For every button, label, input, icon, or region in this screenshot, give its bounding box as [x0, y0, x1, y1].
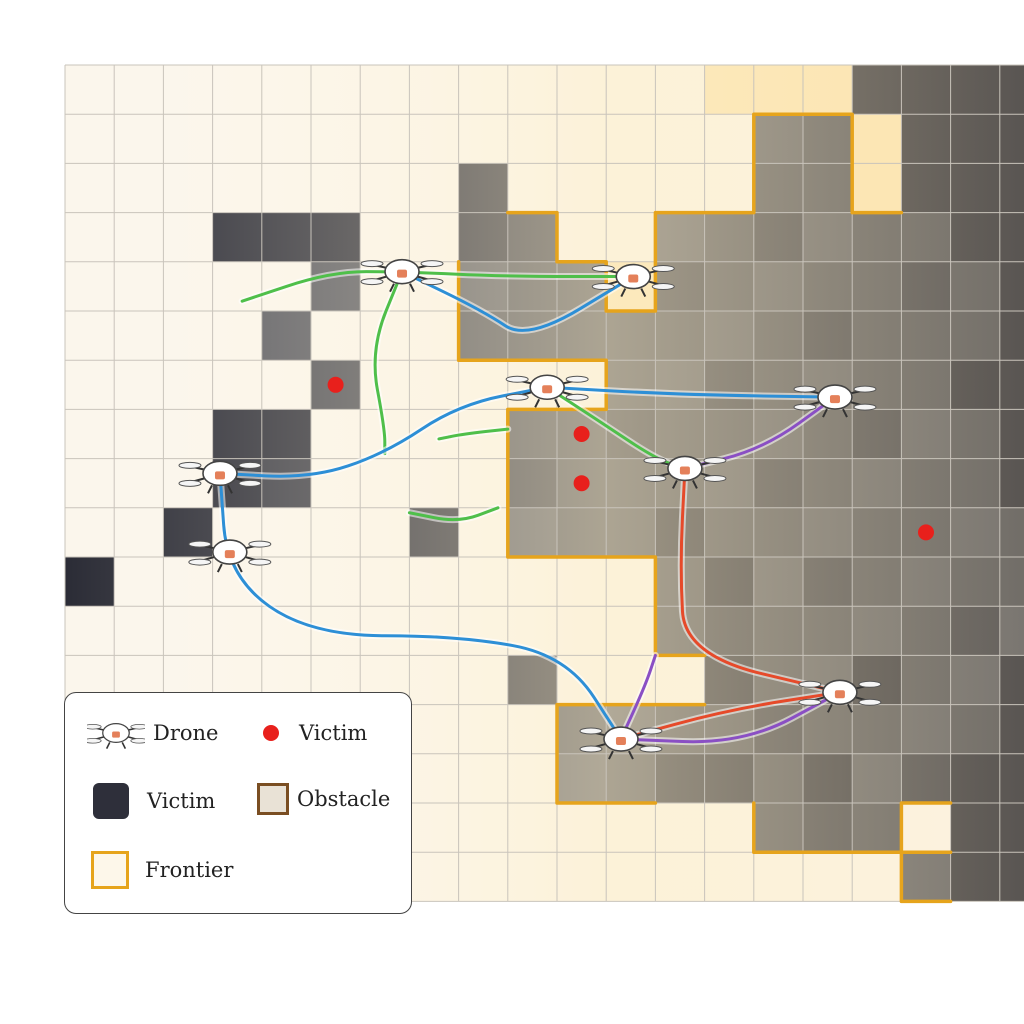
frontier-line: [456, 112, 953, 904]
drone-path: [619, 690, 842, 744]
dark-cell-icon: [93, 783, 129, 819]
legend: Drone Victim Victim Obstacle Frontier: [64, 692, 412, 914]
legend-victim-dot: Victim: [263, 721, 367, 745]
legend-frontier-label: Frontier: [145, 858, 234, 882]
victim-marker: [573, 475, 590, 492]
victim-marker: [573, 426, 590, 442]
legend-victim-square-label: Victim: [147, 789, 216, 813]
drone-path: [679, 466, 842, 694]
drone-path: [545, 385, 837, 399]
legend-obstacle-label: Obstacle: [297, 787, 391, 811]
victim-marker: [327, 376, 344, 393]
drone-icon: [87, 722, 145, 750]
obstacle-icon: [257, 783, 289, 815]
legend-obstacle: Obstacle: [257, 783, 390, 815]
frontier-icon: [91, 851, 129, 889]
drone-path: [437, 427, 510, 441]
victim-marker: [918, 524, 934, 541]
legend-frontier: Frontier: [91, 851, 233, 889]
drone-path: [218, 471, 623, 741]
frontier-boundary: [456, 112, 953, 904]
legend-victim-dot-label: Victim: [299, 721, 368, 745]
victim-dot-icon: [263, 725, 279, 741]
legend-victim-square: Victim: [93, 783, 215, 819]
victims: [327, 376, 934, 541]
legend-drone: Drone: [87, 713, 218, 753]
drone-path: [407, 506, 500, 522]
drone-path: [218, 385, 549, 478]
legend-drone-label: Drone: [153, 721, 219, 745]
